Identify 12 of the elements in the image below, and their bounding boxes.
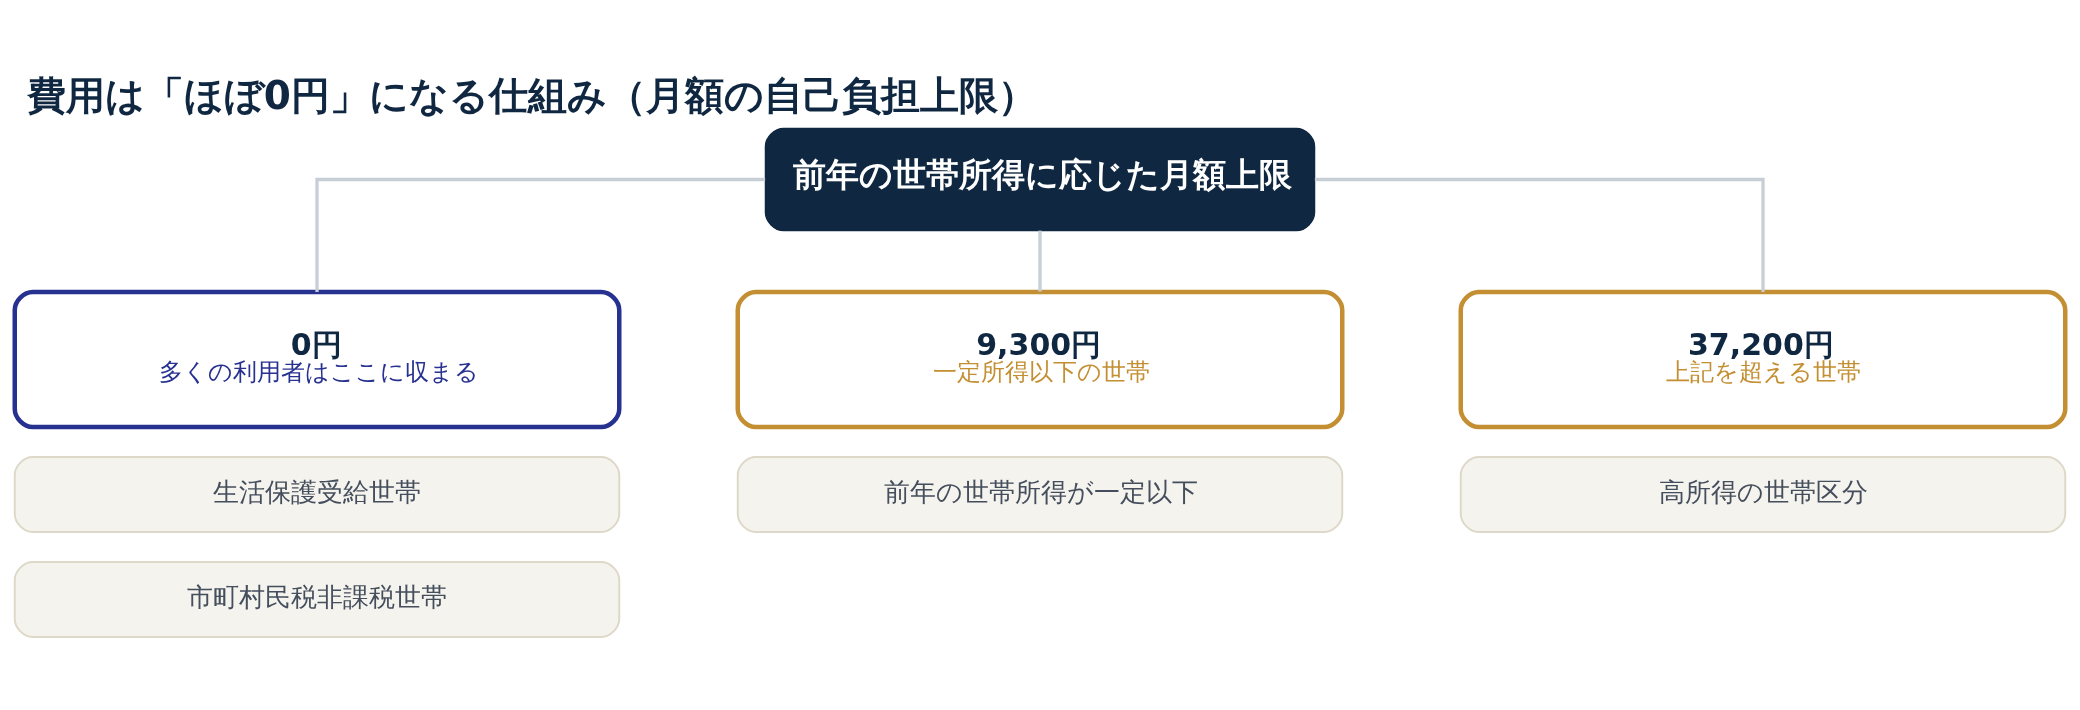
node-box: 市町村民税非課税世帯 [13, 561, 621, 638]
diagram-title: 費用は「ほぼ0円」になる仕組み（月額の自己負担上限） [26, 72, 1037, 118]
node-box: 前年の世帯所得に応じた月額上限 [764, 127, 1316, 232]
node-box: 生活保護受給世帯 [13, 456, 621, 533]
node-box: 0円 多くの利用者はここに収まる [12, 289, 622, 430]
node-box: 9,300円 一定所得以下の世帯 [735, 289, 1345, 430]
connector [315, 177, 766, 292]
connector [1314, 177, 1765, 292]
node-box: 37,200円 上記を超える世帯 [1458, 289, 2068, 430]
node-box: 高所得の世帯区分 [1459, 456, 2067, 533]
node-box: 前年の世帯所得が一定以下 [736, 456, 1344, 533]
connector [1038, 230, 1042, 292]
